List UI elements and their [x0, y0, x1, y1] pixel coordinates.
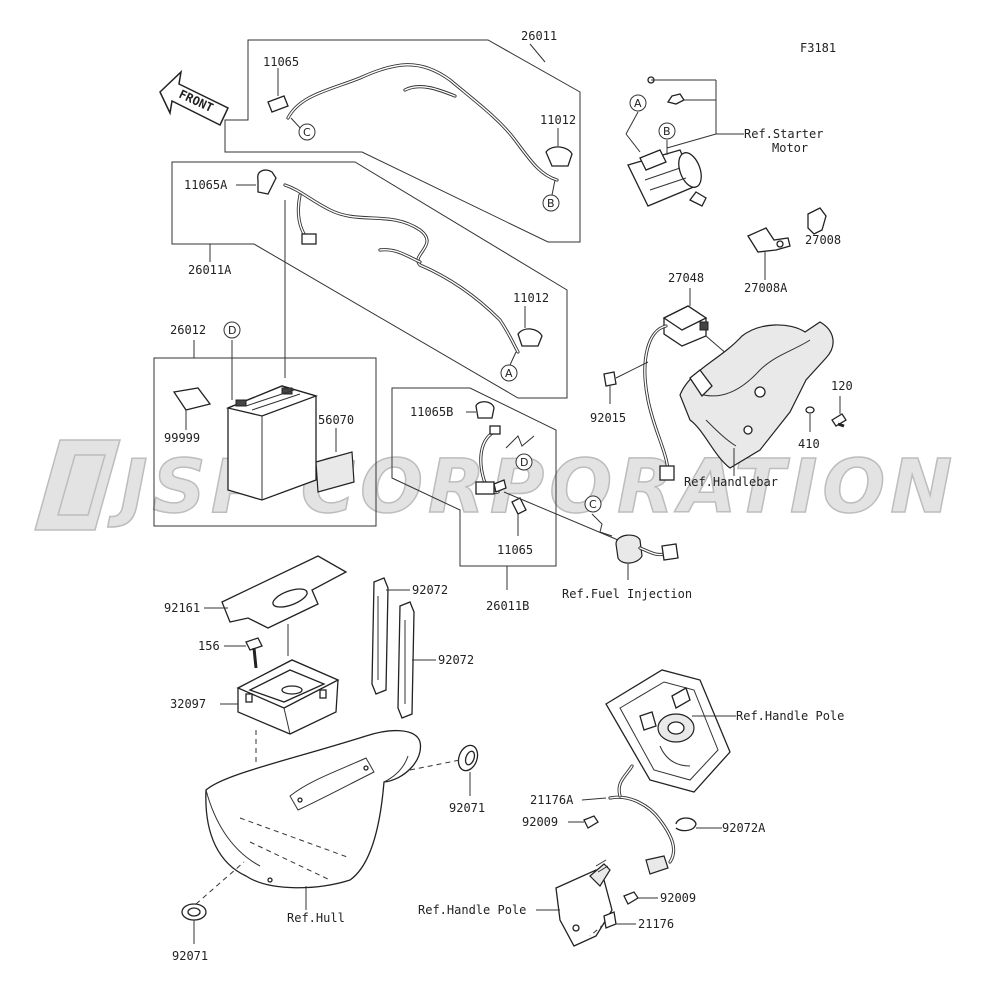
terminal-cap-11065B — [475, 401, 495, 419]
hull — [205, 729, 422, 889]
screw-92009-left — [583, 815, 599, 829]
part-92072A-label: 92072A — [722, 821, 766, 835]
clamp-92072A — [675, 817, 697, 832]
callout-c-fuel: C — [589, 498, 597, 511]
strap-92072-a — [371, 577, 389, 695]
callout-d-cable: D — [520, 456, 528, 469]
part-11065-mid-label: 11065 — [497, 543, 533, 557]
terminal-cap-11065A — [257, 169, 277, 195]
ref-hull: Ref.Hull — [287, 911, 345, 925]
part-26012-label: 26012 — [170, 323, 206, 337]
harness-21176A — [608, 764, 676, 875]
cap-27008 — [807, 207, 827, 235]
part-11012-top-label: 11012 — [540, 113, 576, 127]
ref-handle-pole-top: Ref.Handle Pole — [736, 709, 844, 723]
part-92072-a-label: 92072 — [412, 583, 448, 597]
washer-410 — [805, 406, 815, 414]
terminal-cover-11012-mid — [517, 328, 543, 347]
clip-92015 — [603, 371, 617, 387]
strap-92072-b — [397, 601, 415, 719]
part-26011B-label: 26011B — [486, 599, 529, 613]
part-21176-label: 21176 — [638, 917, 674, 931]
part-92009-right-label: 92009 — [660, 891, 696, 905]
callout-c-top: C — [303, 126, 311, 139]
callout-a-mid: A — [505, 367, 513, 380]
callout-b-top: B — [547, 197, 555, 210]
frame-26011A — [171, 161, 568, 399]
callout-d-battery: D — [228, 324, 236, 337]
part-56070-label: 56070 — [318, 413, 354, 427]
part-99999-label: 99999 — [164, 431, 200, 445]
plate-92161 — [221, 555, 348, 629]
part-92009-left-label: 92009 — [522, 815, 558, 829]
handle-pole-plate — [605, 669, 731, 793]
part-11065B-label: 11065B — [410, 405, 453, 419]
front-arrow-icon: FRONT — [159, 69, 229, 127]
frame-26012 — [153, 357, 377, 527]
sheet-99999 — [172, 387, 212, 411]
callout-a-starter: A — [634, 97, 642, 110]
terminal-cap-11065-top — [267, 95, 289, 113]
part-27048-label: 27048 — [668, 271, 704, 285]
part-21176A-label: 21176A — [530, 793, 574, 807]
grommet-92071-left — [181, 903, 207, 921]
handle-pole-lower — [555, 859, 613, 947]
fuel-injection-connector — [615, 534, 679, 564]
bolt-120 — [831, 413, 847, 428]
battery — [225, 385, 319, 501]
nut-starter — [666, 93, 685, 105]
part-92071-left-label: 92071 — [172, 949, 208, 963]
ref-handle-pole-bottom: Ref.Handle Pole — [418, 903, 526, 917]
part-120-label: 120 — [831, 379, 853, 393]
figure-code: F3181 — [800, 41, 836, 55]
cap-27008A — [747, 227, 791, 253]
part-26011-label: 26011 — [521, 29, 557, 43]
starter-motor — [627, 149, 707, 207]
cable-26011 — [286, 63, 559, 182]
part-156-label: 156 — [198, 639, 220, 653]
part-92161-label: 92161 — [164, 601, 200, 615]
frame-26011 — [224, 39, 581, 243]
grommet-92071-right — [457, 744, 479, 772]
part-92071-right-label: 92071 — [449, 801, 485, 815]
part-11065A-label: 11065A — [184, 178, 228, 192]
battery-case-32097 — [236, 659, 340, 735]
terminal-cover-11012-top — [545, 146, 573, 167]
bolt-156 — [245, 637, 263, 669]
ref-handlebar: Ref.Handlebar — [684, 475, 778, 489]
ref-starter-motor-line2: Motor — [772, 141, 808, 155]
relay-27048 — [643, 305, 709, 481]
label-56070 — [315, 451, 355, 493]
frame-26011B — [391, 387, 557, 567]
part-11065-top-label: 11065 — [263, 55, 299, 69]
part-27008-label: 27008 — [805, 233, 841, 247]
screw-92009-right — [623, 891, 639, 905]
part-27008A-label: 27008A — [744, 281, 788, 295]
part-26011A-label: 26011A — [188, 263, 232, 277]
callout-b-starter: B — [663, 125, 671, 138]
terminal-cap-11065-mid — [511, 497, 527, 515]
ref-fuel-injection: Ref.Fuel Injection — [562, 587, 692, 601]
connector-26011A — [301, 233, 317, 245]
part-92072-b-label: 92072 — [438, 653, 474, 667]
part-32097-label: 32097 — [170, 697, 206, 711]
part-11012-mid-label: 11012 — [513, 291, 549, 305]
part-410-label: 410 — [798, 437, 820, 451]
part-92015-label: 92015 — [590, 411, 626, 425]
cable-26011B — [475, 425, 507, 495]
ref-starter-motor-line1: Ref.Starter — [744, 127, 823, 141]
handlebar-bracket — [679, 321, 834, 469]
